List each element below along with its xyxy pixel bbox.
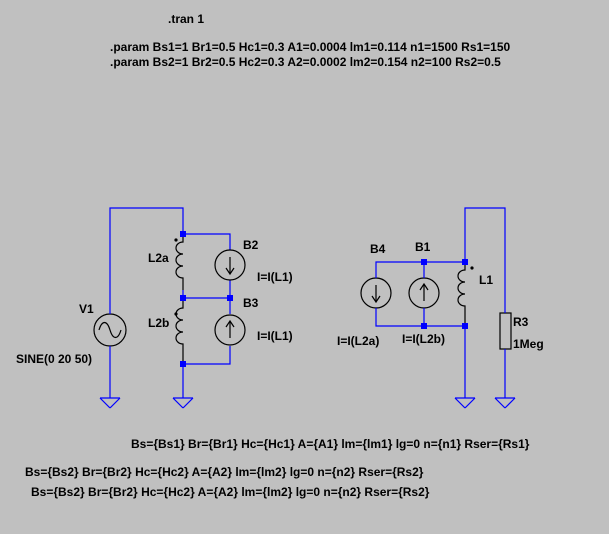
l2b-inductor[interactable] (174, 300, 184, 364)
b1-value-label: I=I(L2b) (402, 332, 446, 346)
r3-label: R3 (513, 315, 529, 329)
ground-symbol-l2 (172, 397, 194, 409)
v1-wires (109, 207, 184, 398)
l2a-label: L2a (148, 251, 169, 265)
l2a-inductor[interactable] (174, 234, 184, 290)
v1-source[interactable] (93, 313, 127, 347)
b3-current-source[interactable] (214, 314, 246, 346)
b1-label: B1 (415, 240, 431, 254)
b4-value-label: I=I(L2a) (337, 334, 380, 348)
junction-dots (180, 231, 468, 367)
b2-label: B2 (243, 238, 259, 252)
v1-value-label: SINE(0 20 50) (16, 352, 93, 366)
param-directive-1[interactable]: .param Bs1=1 Br1=0.5 Hc1=0.3 A1=0.0004 l… (110, 40, 511, 54)
b4-current-source[interactable] (360, 277, 392, 309)
v1-label: V1 (79, 302, 94, 316)
b3-label: B3 (243, 296, 259, 310)
b2-value-label: I=I(L1) (257, 270, 293, 284)
tran-directive[interactable]: .tran 1 (168, 12, 205, 26)
b3-value-label: I=I(L1) (257, 329, 293, 343)
l2-wires (182, 233, 231, 398)
b4-label: B4 (370, 242, 386, 256)
l1-params-label: Bs={Bs1} Br={Br1} Hc={Hc1} A={A1} lm={lm… (131, 437, 530, 451)
ground-symbol-l1 (454, 397, 476, 409)
b1-current-source[interactable] (408, 277, 440, 309)
param-directive-2[interactable]: .param Bs2=1 Br2=0.5 Hc2=0.3 A2=0.0002 l… (110, 55, 501, 69)
l2a-params-label: Bs={Bs2} Br={Br2} Hc={Hc2} A={A2} lm={lm… (25, 465, 424, 479)
ground-symbol-v1 (99, 397, 121, 409)
ground-symbol-r3 (494, 397, 516, 409)
l1-inductor[interactable] (457, 262, 474, 326)
l2b-params-label: Bs={Bs2} Br={Br2} Hc={Hc2} A={A2} lm={lm… (31, 485, 430, 499)
b2-current-source[interactable] (214, 249, 246, 281)
r3-resistor[interactable] (499, 312, 512, 350)
right-wires (375, 207, 506, 398)
r3-value-label: 1Meg (513, 337, 544, 351)
l1-label: L1 (479, 273, 494, 287)
l2b-label: L2b (148, 316, 170, 330)
